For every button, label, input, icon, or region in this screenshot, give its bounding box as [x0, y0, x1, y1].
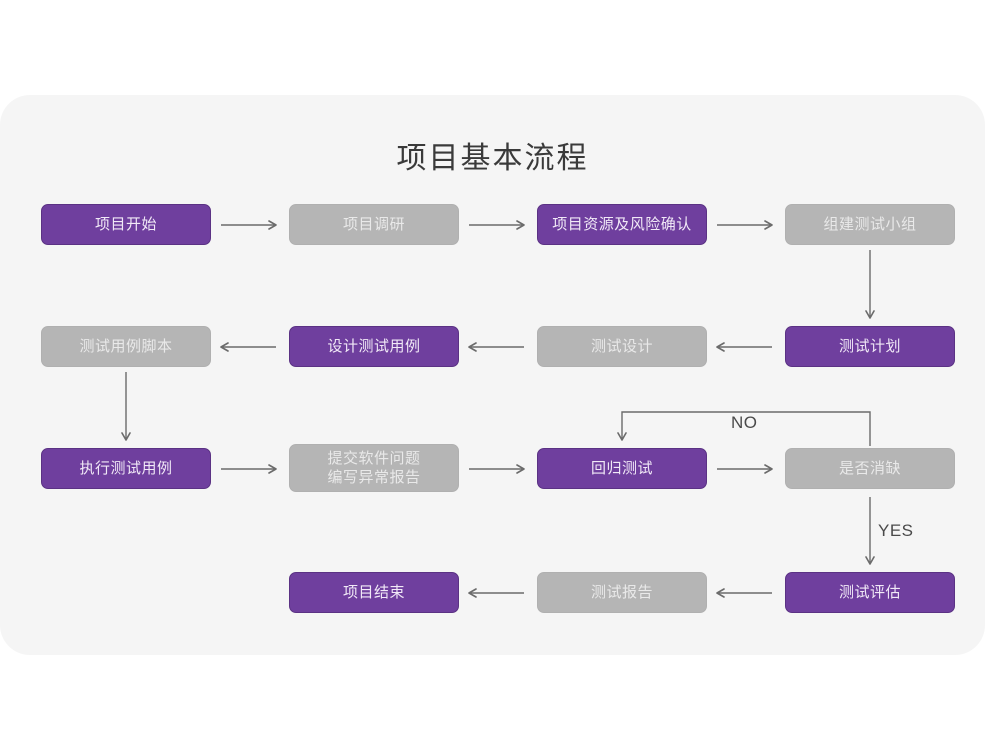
- page-title: 项目基本流程: [396, 141, 589, 176]
- node-test-plan[interactable]: 测试计划: [785, 326, 955, 367]
- node-project-research[interactable]: 项目调研: [289, 204, 459, 245]
- flowchart-card: [0, 95, 985, 655]
- node-project-end[interactable]: 项目结束: [289, 572, 459, 613]
- node-label: 项目结束: [342, 583, 405, 601]
- node-design-test-case[interactable]: 设计测试用例: [289, 326, 459, 367]
- node-submit-issue-report[interactable]: 提交软件问题 编写异常报告: [289, 444, 459, 492]
- edge-label-no: NO: [731, 413, 758, 432]
- node-label: 设计测试用例: [327, 337, 421, 355]
- node-test-case-script[interactable]: 测试用例脚本: [41, 326, 211, 367]
- node-label-line1: 提交软件问题: [327, 449, 421, 467]
- node-build-test-team[interactable]: 组建测试小组: [785, 204, 955, 245]
- node-label: 测试报告: [590, 583, 653, 601]
- node-defect-cleared-decision[interactable]: 是否消缺: [785, 448, 955, 489]
- node-project-start[interactable]: 项目开始: [41, 204, 211, 245]
- node-label: 项目开始: [94, 215, 157, 233]
- node-regression-test[interactable]: 回归测试: [537, 448, 707, 489]
- node-label: 项目资源及风险确认: [552, 215, 692, 233]
- node-label: 测试计划: [838, 337, 901, 355]
- node-label: 执行测试用例: [79, 459, 173, 477]
- node-execute-test-case[interactable]: 执行测试用例: [41, 448, 211, 489]
- node-label-line2: 编写异常报告: [327, 468, 421, 486]
- node-label: 测试设计: [590, 337, 653, 355]
- edge-label-yes: YES: [878, 521, 914, 540]
- node-label: 是否消缺: [838, 459, 901, 477]
- node-test-design[interactable]: 测试设计: [537, 326, 707, 367]
- node-test-report[interactable]: 测试报告: [537, 572, 707, 613]
- node-label: 回归测试: [590, 459, 653, 477]
- node-label: 项目调研: [342, 215, 405, 233]
- node-test-evaluation[interactable]: 测试评估: [785, 572, 955, 613]
- node-label: 组建测试小组: [823, 215, 917, 233]
- node-resource-risk-confirm[interactable]: 项目资源及风险确认: [537, 204, 707, 245]
- node-label: 测试评估: [838, 583, 901, 601]
- node-label: 测试用例脚本: [79, 337, 173, 355]
